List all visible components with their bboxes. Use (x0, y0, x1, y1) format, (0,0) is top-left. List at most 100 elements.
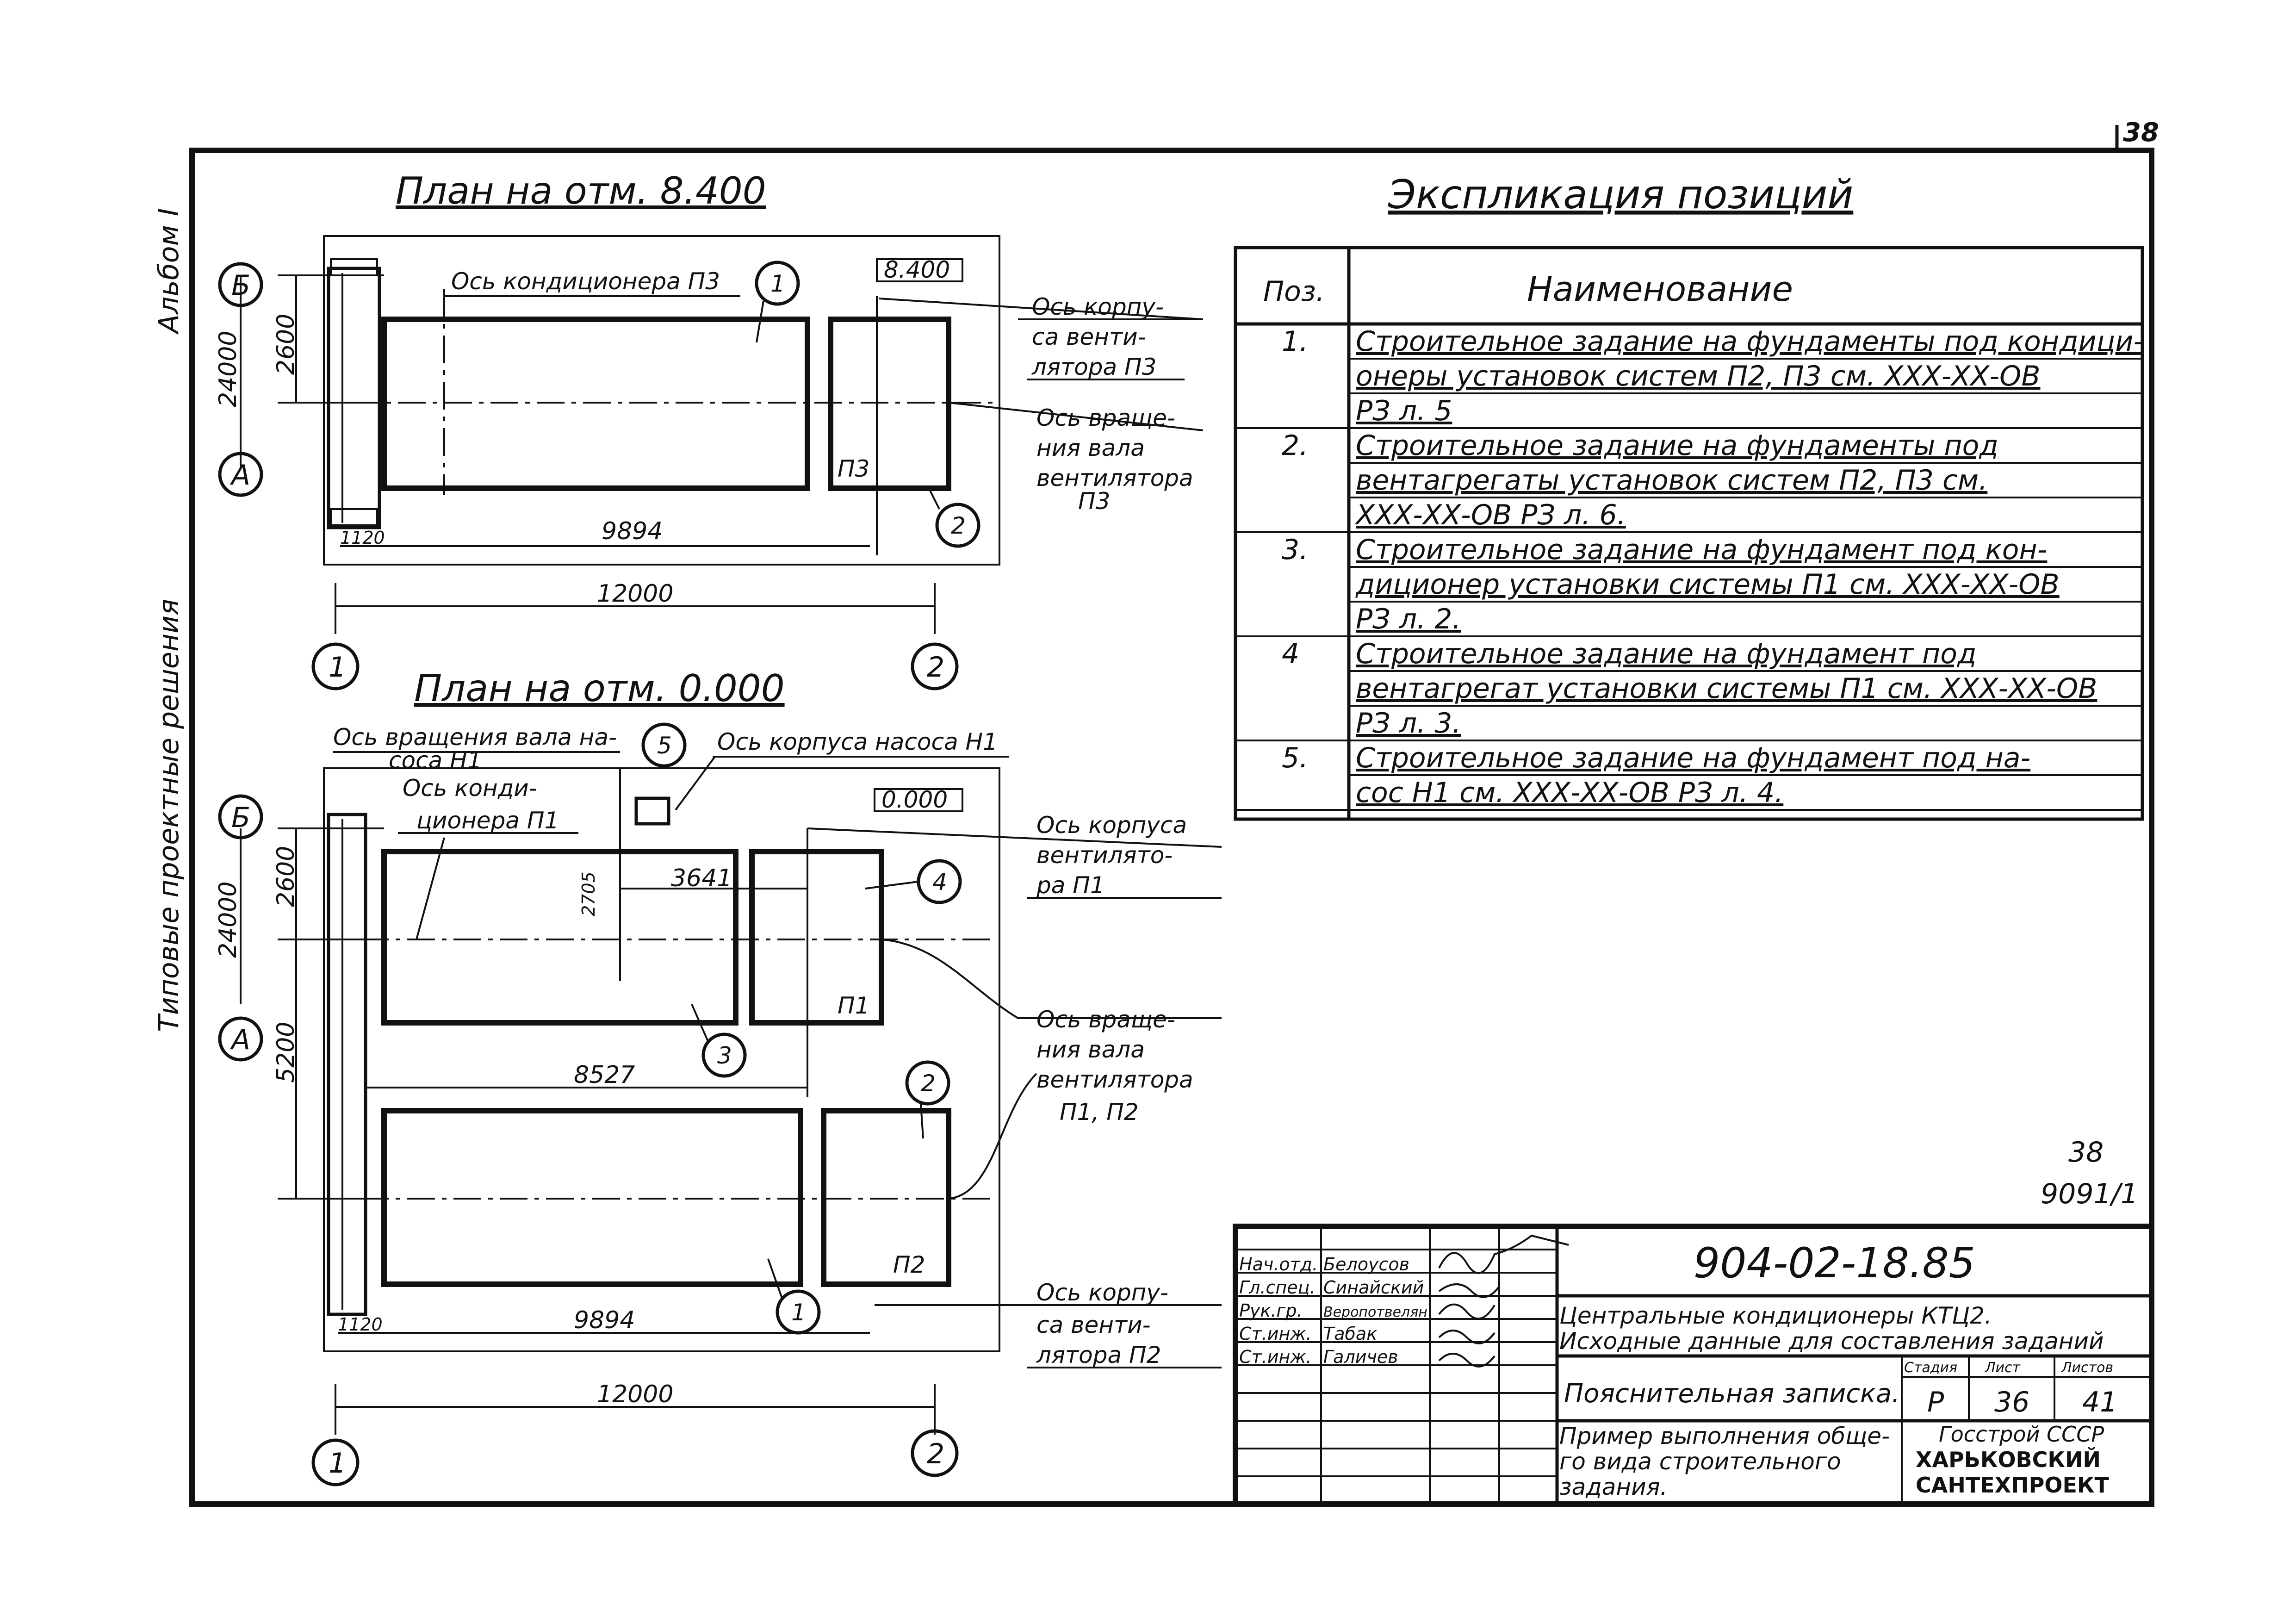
hdr-sheet: Лист (1985, 1360, 2021, 1376)
sheet-title-2: го вида строительного (1559, 1448, 1841, 1475)
doc-code: 904-02-18.85 (1694, 1239, 1975, 1287)
name-3: Веропотвелян (1323, 1304, 1427, 1320)
name-1: Белоусов (1323, 1254, 1409, 1275)
dim-2600-top: 2600 (272, 314, 300, 375)
fan-p3 (828, 317, 951, 491)
explication-title: Экспликация позиций (1388, 172, 1853, 218)
plan-bottom: План на отм. 0.000 П1 П2 0.000 Ось враще… (214, 667, 1222, 1486)
explication-row-1-line-1: Строительное задание на фундаменты под к… (1356, 325, 2143, 358)
sheet-frame (189, 125, 2154, 1507)
col-name-header: Наименование (1527, 269, 1793, 309)
label-rot-p1p2-4: П1, П2 (1060, 1099, 1139, 1126)
label-body-p2-3: лятора П2 (1036, 1342, 1161, 1368)
dim-1120-bottom: 1120 (338, 1314, 383, 1335)
hdr-sheets: Листов (2061, 1360, 2113, 1376)
role-2: Гл.спец. (1239, 1277, 1316, 1298)
fan-p2 (821, 1108, 951, 1287)
label-rot-axis-p3-2: ния вала (1036, 435, 1145, 461)
unit-label-p3: П3 (838, 455, 869, 482)
fan-p1 (749, 849, 884, 1026)
label-pump-rot-1: Ось вращения вала на- (333, 724, 617, 751)
explication-row-4-line-3: РЗ л. 3. (1356, 707, 1461, 740)
stage-value: Р (1927, 1386, 1944, 1418)
sheet-title-1: Пример выполнения обще- (1559, 1423, 1890, 1449)
label-cond-axis-p3: Ось кондиционера П3 (451, 268, 720, 295)
album-label: Альбом I (153, 208, 185, 336)
doc-name: Пояснительная записка. (1564, 1379, 1900, 1409)
level-mark-top: 8.400 (884, 256, 950, 283)
pos-1-top: 1 (770, 270, 785, 297)
axis-2-top: 2 (927, 651, 944, 684)
label-cond-p1-1: Ось конди- (403, 775, 537, 802)
explication-row-4-pos: 4 (1282, 638, 1299, 670)
role-4: Ст.инж. (1239, 1324, 1312, 1344)
axis-a-bottom: А (230, 1024, 250, 1056)
explication-row-5-line-1: Строительное задание на фундамент под на… (1356, 742, 2030, 774)
side-note-1: 38 (2068, 1136, 2104, 1169)
dim-3641: 3641 (671, 864, 732, 892)
dim-1120-top: 1120 (340, 528, 385, 548)
explication-row-2-line-1: Строительное задание на фундаменты под (1356, 429, 1998, 462)
label-pump-rot-2: соса Н1 (389, 747, 482, 774)
role-5: Ст.инж. (1239, 1347, 1312, 1367)
label-rot-axis-p3-4: П3 (1078, 488, 1110, 515)
label-rot-axis-p3-1: Ось враще- (1036, 404, 1175, 431)
plan-bottom-title: План на отм. 0.000 (414, 667, 785, 710)
explication-row-1-line-3: РЗ л. 5 (1356, 395, 1452, 427)
org-3: САНТЕХПРОЕКТ (1916, 1473, 2109, 1498)
label-cond-p1-2: ционера П1 (416, 807, 559, 834)
project-line-1: Центральные кондиционеры КТЦ2. (1559, 1302, 1992, 1329)
conditioner-p3 (381, 317, 810, 491)
col-pos-header: Поз. (1263, 275, 1325, 308)
sheet-value: 36 (1994, 1386, 2029, 1418)
pos-1-bottom: 1 (791, 1299, 806, 1326)
explication-row-3-line-2: диционер установки системы П1 см. ХХХ-ХХ… (1355, 568, 2060, 601)
axis-b-bottom: Б (231, 802, 250, 834)
dim-24000-bottom: 24000 (214, 882, 242, 958)
unit-label-p2: П2 (893, 1251, 925, 1278)
explication-row-2-line-3: ХХХ-ХХ-ОВ РЗ л. 6. (1354, 499, 1626, 531)
label-rot-p1p2-3: вентилятора (1036, 1066, 1193, 1093)
label-body-axis-p3-1: Ось корпу- (1032, 293, 1164, 320)
dim-9894-bottom: 9894 (574, 1306, 635, 1334)
label-rot-p1p2-1: Ось враще- (1036, 1006, 1175, 1033)
dim-9894-top: 9894 (602, 517, 663, 545)
sheet-title-3: задания. (1559, 1474, 1668, 1500)
label-pump-body: Ось корпуса насоса Н1 (717, 728, 998, 755)
explication-row-2-pos: 2. (1282, 429, 1308, 462)
name-5: Галичев (1323, 1347, 1398, 1367)
side-note-2: 9091/1 (2041, 1178, 2138, 1210)
explication-row-4-line-2: вентагрегат установки системы П1 см. ХХХ… (1356, 672, 2097, 705)
label-body-p2-2: са венти- (1036, 1312, 1151, 1338)
role-1: Нач.отд. (1239, 1254, 1318, 1275)
explication-row-1-pos: 1. (1282, 325, 1308, 358)
name-2: Синайский (1323, 1277, 1424, 1298)
org-2: ХАРЬКОВСКИЙ (1916, 1447, 2101, 1472)
pos-2-bottom: 2 (921, 1070, 936, 1097)
explication-row-3-line-3: РЗ л. 2. (1356, 603, 1461, 635)
axis-2-bottom: 2 (927, 1438, 944, 1470)
axis-1-bottom: 1 (329, 1447, 346, 1480)
explication-row-3-line-1: Строительное задание на фундамент под ко… (1356, 534, 2047, 566)
label-body-p1-3: ра П1 (1036, 872, 1105, 899)
series-label: Типовые проектные решения (153, 599, 185, 1032)
label-body-axis-p3-2: са венти- (1032, 323, 1146, 350)
explication-row-5-pos: 5. (1282, 742, 1308, 774)
org-1: Госстрой СССР (1939, 1422, 2104, 1447)
label-body-p2-1: Ось корпу- (1036, 1279, 1168, 1306)
dim-2705: 2705 (578, 871, 599, 916)
level-mark-bottom: 0.000 (881, 786, 948, 813)
hdr-stage: Стадия (1904, 1360, 1957, 1376)
axis-b-top: Б (231, 269, 250, 302)
sheet-number: 38 (2123, 118, 2159, 148)
dim-12000-top: 12000 (597, 580, 673, 608)
role-3: Рук.гр. (1239, 1300, 1303, 1321)
dim-5200-bottom: 5200 (272, 1022, 300, 1083)
label-rot-axis-p3-3: вентилятора (1036, 465, 1193, 491)
dim-24000-top: 24000 (214, 331, 242, 407)
conditioner-p1 (381, 849, 738, 1026)
axis-a-top: А (230, 459, 250, 491)
label-body-p1-2: вентилято- (1036, 842, 1173, 869)
explication-row-2-line-2: вентагрегаты установок систем П2, П3 см. (1356, 464, 1987, 497)
